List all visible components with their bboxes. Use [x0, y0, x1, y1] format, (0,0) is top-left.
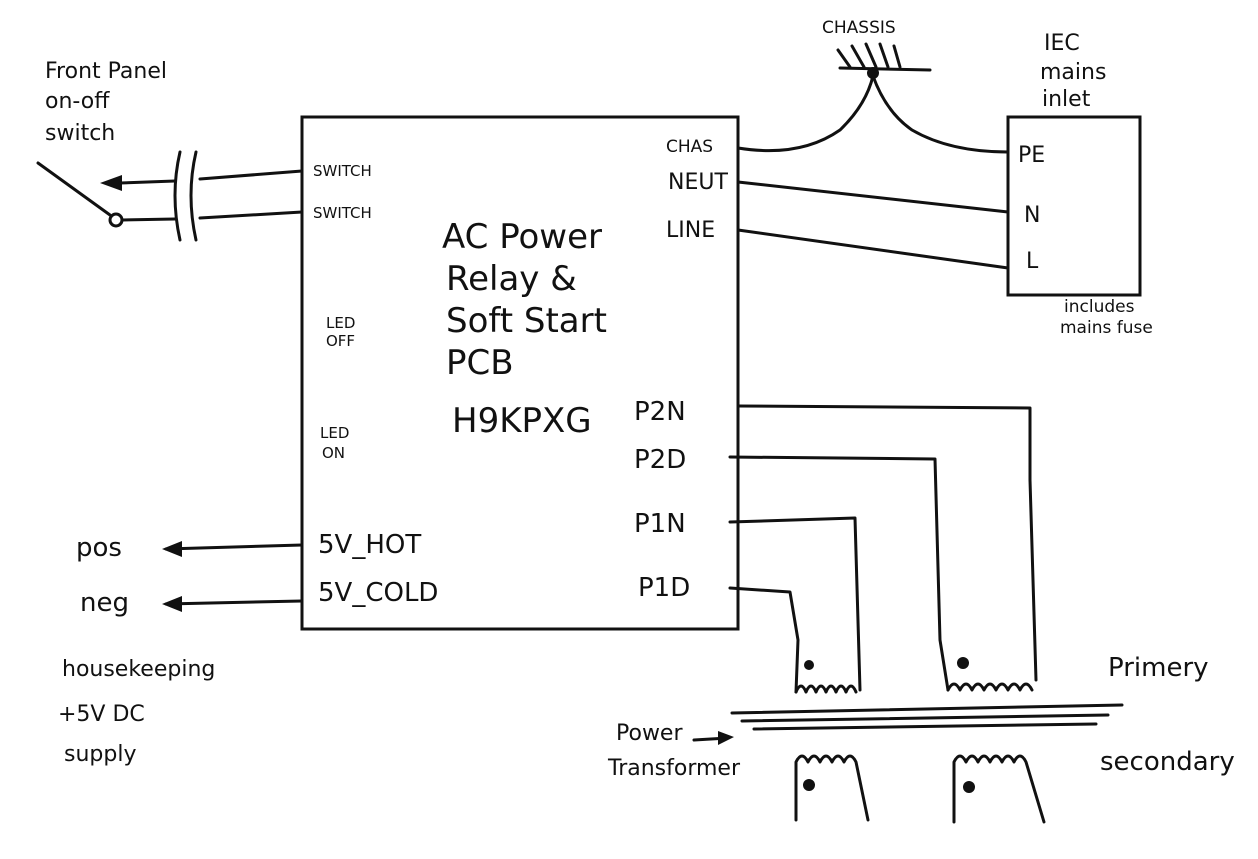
core-line-2 [740, 713, 1110, 723]
switch-wire-1b [198, 169, 304, 181]
pcb-title-line-4: PCB [446, 343, 514, 383]
switch-wire-2b [198, 210, 304, 220]
iec-label-line-3: inlet [1042, 87, 1091, 112]
chassis-hatch-5 [892, 44, 902, 69]
pcb-title-line-2: Relay & [446, 259, 577, 299]
switch-wire-2a [120, 217, 177, 222]
iec-note-line-2: mains fuse [1060, 318, 1153, 338]
neg-arrow-icon [162, 596, 182, 612]
switch-label: Front Panel on-off switch [45, 59, 167, 146]
pin-p1d: P1D [638, 573, 690, 603]
chas-wire [736, 74, 875, 153]
chassis-node [867, 67, 879, 79]
chassis-hatch-4 [878, 42, 890, 69]
iec-box [1006, 115, 1142, 297]
primary-windings: Primery [794, 653, 1209, 694]
secondary-label: secondary [1100, 747, 1235, 777]
p2d-wire [728, 455, 950, 692]
transformer-core [730, 703, 1124, 731]
chassis-label: CHASSIS [822, 18, 896, 38]
p1d-wire [728, 586, 800, 694]
wire-break-mark-1 [173, 150, 182, 242]
primary-label: Primery [1108, 653, 1209, 683]
iec-note-line-1: includes [1064, 297, 1135, 317]
transformer-label: Power Transformer [607, 721, 741, 781]
chassis-hatch-1 [836, 48, 852, 69]
switch-arrow-icon [100, 175, 122, 191]
primary-1-dot [804, 660, 814, 670]
primary-wires [728, 404, 1038, 694]
switch-symbol [36, 161, 124, 228]
pin-switch-2: SWITCH [313, 204, 372, 222]
neut-wire [736, 180, 1010, 214]
pcb-title: AC Power Relay & Soft Start PCB H9KPXG [442, 217, 607, 441]
supply-label-line-1: housekeeping [62, 657, 215, 682]
neg-label: neg [80, 588, 129, 618]
transformer-label-line-2: Transformer [607, 756, 741, 781]
pin-line: LINE [666, 218, 715, 243]
secondary-2-dot [963, 781, 975, 793]
pin-5v-cold: 5V_COLD [318, 578, 438, 608]
pin-p2d: P2D [634, 445, 686, 475]
pin-led-on-line-1: LED [320, 424, 349, 442]
p1n-wire [728, 516, 862, 692]
pos-arrow-icon [162, 541, 182, 557]
secondary-winding-1 [794, 754, 870, 822]
switch-contact [108, 212, 124, 228]
pin-led-off-line-1: LED [326, 314, 355, 332]
supply-label-line-3: supply [64, 742, 136, 767]
switch-wires [118, 150, 304, 242]
line-wire [736, 228, 1010, 270]
iec-inlet: IEC mains inlet PE N L includes mains fu… [1006, 31, 1153, 338]
pin-neut: NEUT [668, 170, 728, 195]
mains-wires [736, 74, 1010, 270]
transformer-label-line-1: Power [616, 721, 683, 746]
chassis-hatch-2 [850, 44, 866, 69]
pcb-right-pins: CHAS NEUT LINE P2N P2D P1N P1D [634, 137, 728, 603]
pos-wire [164, 543, 304, 551]
chassis-hatch-3 [864, 42, 878, 69]
pcb-title-line-3: Soft Start [446, 301, 607, 341]
pin-p2n: P2N [634, 397, 686, 427]
pin-chas: CHAS [666, 137, 713, 157]
core-line-3 [752, 722, 1098, 731]
switch-label-line-1: Front Panel [45, 59, 167, 84]
iec-pin-n: N [1024, 203, 1040, 228]
transformer-arrow-icon [718, 731, 734, 745]
core-line-1 [730, 703, 1124, 715]
secondary-winding-2 [952, 754, 1046, 824]
pin-led-on-line-2: ON [322, 444, 345, 462]
primary-winding-2 [946, 682, 1034, 692]
secondary-windings: secondary [794, 747, 1235, 824]
iec-pin-l: L [1026, 249, 1039, 274]
switch-label-line-2: on-off [45, 89, 110, 114]
switch-lever [36, 161, 112, 217]
neg-wire [164, 599, 304, 606]
pin-5v-hot: 5V_HOT [318, 530, 421, 560]
iec-pin-pe: PE [1018, 143, 1045, 168]
iec-label-line-2: mains [1040, 60, 1106, 85]
pin-p1n: P1N [634, 509, 686, 539]
chassis-bar [838, 66, 932, 72]
switch-label-line-3: switch [45, 121, 115, 146]
housekeeping-supply: pos neg housekeeping +5V DC supply [58, 533, 304, 767]
pos-label: pos [76, 533, 122, 563]
pcb-part-number: H9KPXG [452, 401, 592, 441]
pin-switch-1: SWITCH [313, 162, 372, 180]
wire-break-mark-2 [189, 150, 198, 242]
chassis-ground: CHASSIS [822, 18, 932, 79]
pe-wire [871, 74, 1010, 154]
primary-winding-1 [794, 684, 858, 694]
primary-2-dot [957, 657, 969, 669]
iec-label-line-1: IEC [1044, 31, 1080, 56]
supply-label-line-2: +5V DC [58, 702, 145, 727]
pcb-left-pins: SWITCH SWITCH LED OFF LED ON 5V_HOT 5V_C… [313, 162, 438, 608]
pcb-box [300, 115, 740, 631]
p2n-wire [736, 404, 1038, 682]
pin-led-off-line-2: OFF [326, 332, 355, 350]
secondary-1-dot [803, 779, 815, 791]
pcb-title-line-1: AC Power [442, 217, 602, 257]
switch-wire-1a [118, 179, 177, 185]
